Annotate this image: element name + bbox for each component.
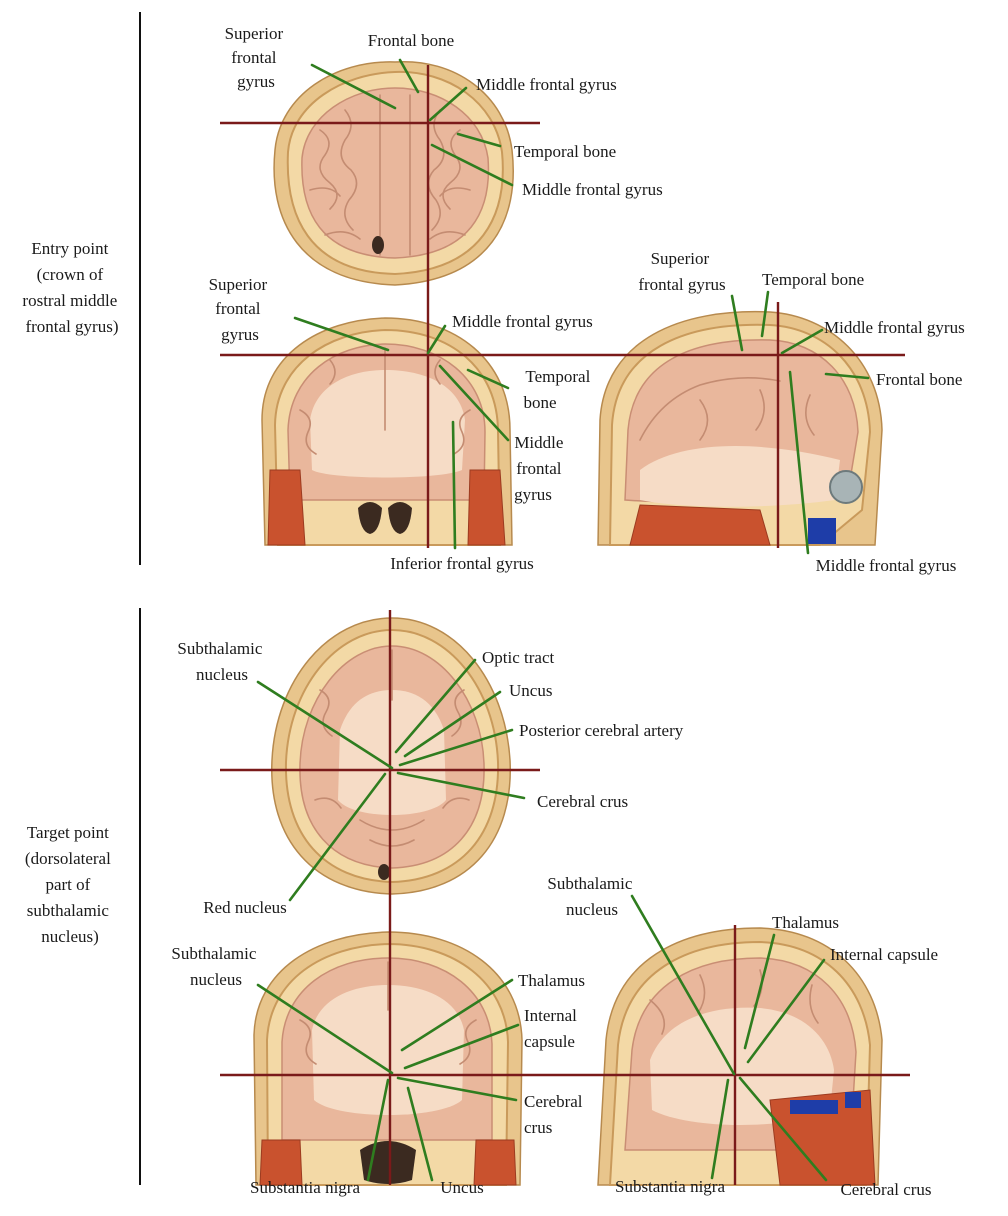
label-frontal-bone-entry-sagittal: Frontal bone (876, 370, 962, 389)
label-temporal-bone-entry-axial: Temporal bone (514, 142, 616, 161)
label-temporal-bone-entry-sagittal: Temporal bone (762, 270, 864, 289)
label-cerebral-crus-target-coronal: Cerebral crus (524, 1092, 587, 1137)
label-subthalamic-nucleus-target-sagittal: Subthalamic nucleus (547, 874, 636, 919)
label-posterior-cerebral-artery-target-axial: Posterior cerebral artery (519, 721, 684, 740)
crosshairs (220, 65, 910, 1185)
label-substantia-nigra-target-coronal: Substantia nigra (250, 1178, 360, 1197)
label-middle-frontal-gyrus-entry-sagittal-2: Middle frontal gyrus (816, 556, 957, 575)
label-thalamus-target-coronal: Thalamus (518, 971, 585, 990)
label-superior-frontal-gyrus-entry-axial: Superior frontal gyrus (225, 24, 288, 91)
target-section-label: Target point (dorsolateral part of subth… (25, 823, 115, 946)
label-temporal-bone-entry-coronal: Temporal bone (523, 367, 594, 412)
label-middle-frontal-gyrus-entry-coronal-2: Middle frontal gyrus (514, 433, 568, 504)
label-middle-frontal-gyrus-entry-coronal-1: Middle frontal gyrus (452, 312, 593, 331)
label-optic-tract-target-axial: Optic tract (482, 648, 554, 667)
label-internal-capsule-target-coronal: Internal capsule (524, 1006, 581, 1051)
entry-axial-slice (273, 61, 514, 286)
label-internal-capsule-target-sagittal: Internal capsule (830, 945, 938, 964)
labels: Superior frontal gyrus Frontal bone Midd… (171, 24, 964, 1199)
target-sagittal-slice (597, 927, 883, 1186)
label-middle-frontal-gyrus-entry-axial-2: Middle frontal gyrus (522, 180, 663, 199)
label-red-nucleus-target-axial: Red nucleus (203, 898, 287, 917)
label-middle-frontal-gyrus-entry-axial-1: Middle frontal gyrus (476, 75, 617, 94)
label-frontal-bone-entry-axial: Frontal bone (368, 31, 454, 50)
label-thalamus-target-sagittal: Thalamus (772, 913, 839, 932)
label-inferior-frontal-gyrus-entry-coronal: Inferior frontal gyrus (390, 554, 534, 573)
entry-coronal-slice (261, 317, 513, 546)
label-uncus-target-axial: Uncus (509, 681, 552, 700)
leader-lines (256, 58, 870, 1182)
label-subthalamic-nucleus-target-axial: Subthalamic nucleus (177, 639, 266, 684)
entry-sagittal-slice (597, 310, 883, 546)
entry-section-label: Entry point (crown of rostral middle fro… (22, 239, 121, 336)
label-substantia-nigra-target-sagittal: Substantia nigra (615, 1177, 725, 1196)
label-middle-frontal-gyrus-entry-sagittal-1: Middle frontal gyrus (824, 318, 965, 337)
label-superior-frontal-gyrus-entry-sagittal: Superior frontal gyrus (638, 249, 725, 294)
label-cerebral-crus-target-sagittal: Cerebral crus (840, 1180, 931, 1199)
label-superior-frontal-gyrus-entry-coronal: Superior frontal gyrus (209, 275, 272, 344)
label-subthalamic-nucleus-target-coronal: Subthalamic nucleus (171, 944, 260, 989)
label-uncus-target-coronal: Uncus (440, 1178, 483, 1197)
target-coronal-slice (253, 931, 523, 1186)
label-cerebral-crus-target-axial: Cerebral crus (537, 792, 628, 811)
